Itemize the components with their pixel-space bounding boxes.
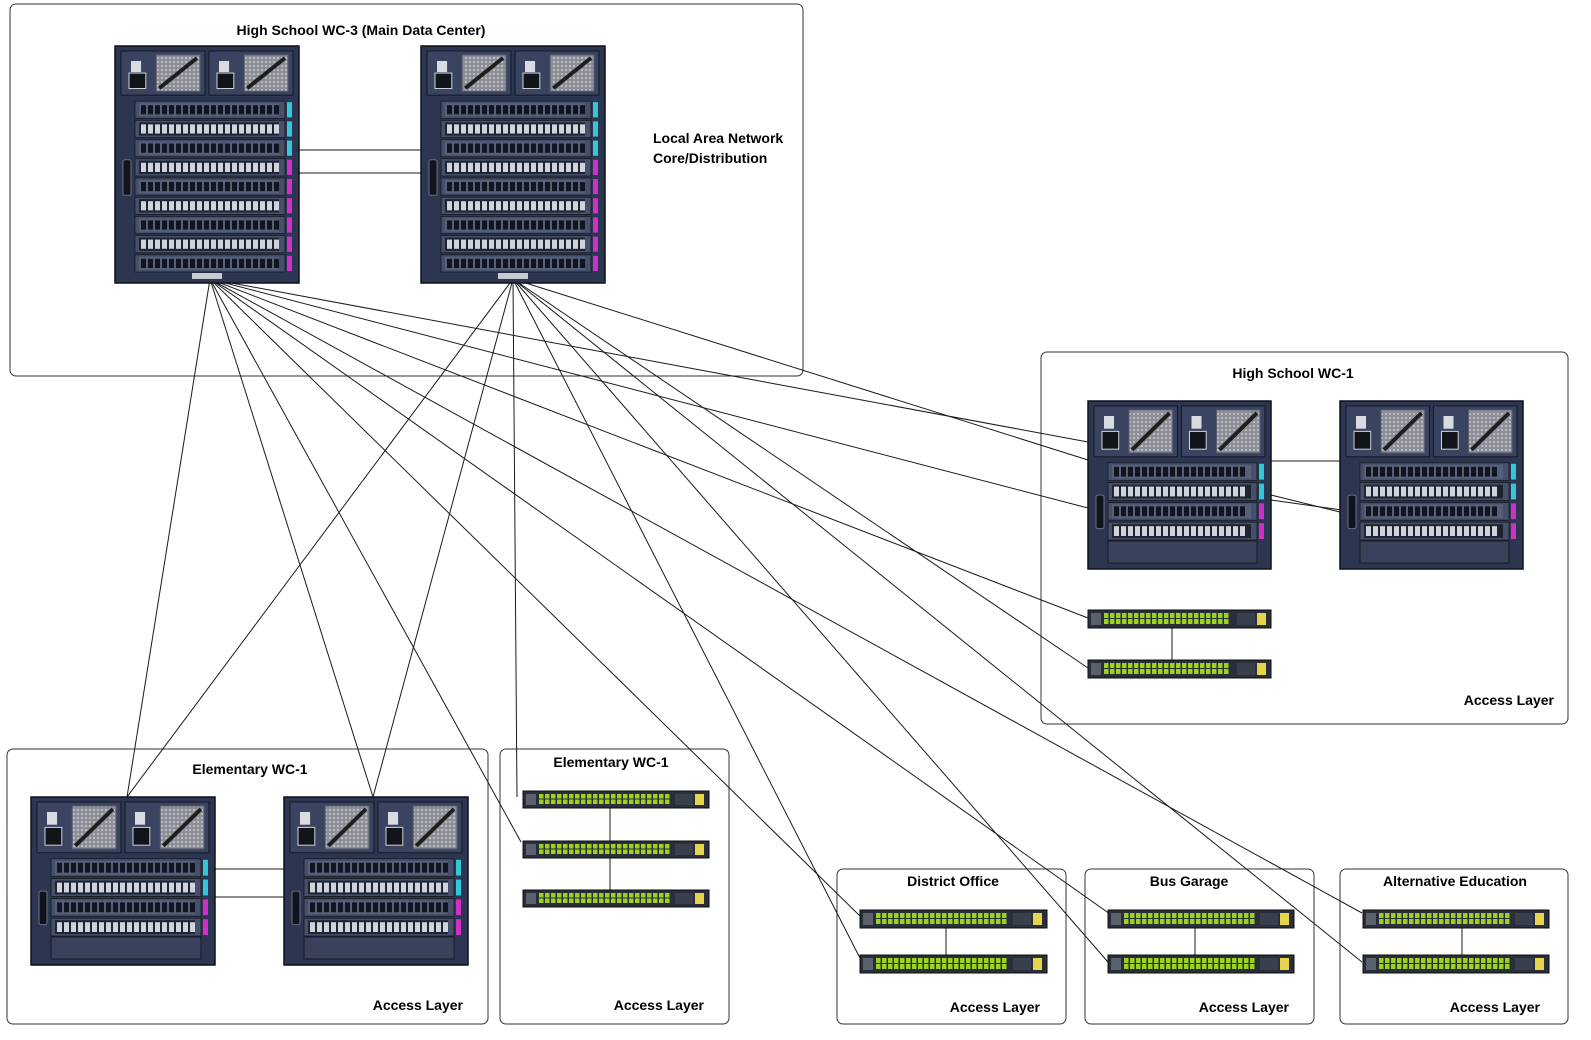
access-chassis-hs1-b xyxy=(1339,400,1524,570)
uplink-cable xyxy=(512,278,1089,461)
site-title-ae: Alternative Education xyxy=(1383,873,1527,889)
site-title-hs3: High School WC-3 (Main Data Center) xyxy=(237,22,486,38)
stack-switch-bg-1 xyxy=(1107,909,1295,929)
stack-switch-do-1 xyxy=(859,909,1048,929)
uplink-cable xyxy=(512,278,1089,669)
uplink-cable xyxy=(512,278,1109,963)
stack-switch-bg-2 xyxy=(1107,954,1295,974)
uplink-cable xyxy=(209,278,863,919)
site-title-el1b: Elementary WC-1 xyxy=(553,754,668,770)
site-layer-ae: Access Layer xyxy=(1450,999,1541,1015)
uplink-cable xyxy=(209,278,1089,619)
stack-switch-hs1-1 xyxy=(1087,609,1272,629)
uplink-cable xyxy=(126,278,514,798)
uplink-cable xyxy=(512,278,1363,963)
uplink-cable xyxy=(126,278,211,798)
stack-switch-ae-1 xyxy=(1362,909,1550,929)
site-box-do xyxy=(836,868,1067,1025)
site-layer-el1b: Access Layer xyxy=(614,997,705,1013)
stack-switch-el1b-2 xyxy=(522,840,710,859)
uplink-cable xyxy=(209,278,374,798)
site-layer-hs1: Access Layer xyxy=(1464,692,1555,708)
stack-switch-hs1-2 xyxy=(1087,659,1272,679)
site-layer-do: Access Layer xyxy=(950,999,1041,1015)
site-layer-bg: Access Layer xyxy=(1199,999,1290,1015)
uplink-cable xyxy=(372,278,514,798)
stack-switch-do-2 xyxy=(859,954,1048,974)
device-layer xyxy=(30,45,1550,974)
site-layer-el1a: Access Layer xyxy=(373,997,464,1013)
site-title-el1a: Elementary WC-1 xyxy=(192,761,307,777)
access-chassis-hs1-a xyxy=(1087,400,1272,570)
site-box-bg xyxy=(1084,868,1315,1025)
uplink-cable xyxy=(209,278,522,843)
uplink-cable xyxy=(209,278,1089,443)
access-chassis-el1-a xyxy=(30,796,216,966)
uplink-cable xyxy=(209,278,1111,915)
site-title-do: District Office xyxy=(907,873,999,889)
core-chassis-a xyxy=(114,45,300,284)
stack-switch-el1b-3 xyxy=(522,889,710,908)
access-chassis-el1-b xyxy=(283,796,469,966)
stack-switch-ae-2 xyxy=(1362,954,1550,974)
site-box-ae xyxy=(1339,868,1569,1025)
uplink-cable xyxy=(209,278,1089,509)
site-title-bg: Bus Garage xyxy=(1150,873,1229,889)
site-title-hs1: High School WC-1 xyxy=(1232,365,1354,381)
uplink-cable xyxy=(512,278,518,798)
uplink-cable xyxy=(512,278,863,963)
site-box-el1b xyxy=(499,748,730,1025)
stack-switch-el1b-1 xyxy=(522,790,710,809)
core-chassis-b xyxy=(420,45,606,284)
